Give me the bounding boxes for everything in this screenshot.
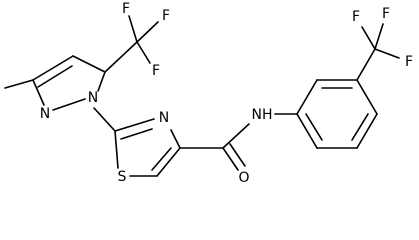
atom-phenyl-cf3-f-left: F (352, 9, 360, 25)
bond-thiazole-s-c2 (114, 130, 119, 169)
atom-amide-nh: NH (252, 107, 273, 123)
bond-methyl (4, 79, 34, 89)
bond-phenyl-c6-c1 (296, 113, 318, 149)
bond-pyrazole-c3-c4 (32, 55, 74, 81)
bond-phenyl-cf3 (356, 48, 376, 81)
bond-thiazole-c2-n3-inner (120, 128, 153, 140)
bonds (4, 15, 400, 177)
bond-pyrazole-n2-c3 (32, 79, 45, 106)
bond-phenyl-cf3-f-left (361, 26, 376, 50)
bond-cf3-f-right (136, 21, 159, 43)
bond-pyrazole-c3-c4-inner (37, 65, 73, 88)
bond-thiazole-c4-c5 (156, 147, 181, 177)
atom-cf3-f-right: F (162, 8, 170, 24)
bond-cf3-f-bottom (136, 41, 151, 64)
bond-phenyl-c4-c5-inner (351, 113, 369, 141)
bond-carbonyl-o (222, 147, 239, 171)
bond-phenyl-c1-c2 (296, 79, 318, 115)
atom-cf3-f-top: F (122, 1, 130, 17)
bond-pyrazole-c4-c5 (72, 55, 106, 73)
bond-phenyl-c4-c5 (356, 113, 378, 149)
bond-thiazole-c2-n3 (114, 118, 155, 132)
bond-thiazole-n3-c4 (170, 129, 181, 149)
bond-phenyl-c6-c1-inner (305, 113, 323, 141)
bond-c5-cf3 (104, 41, 138, 73)
atom-thiazole-n: N (159, 110, 169, 126)
atom-thiazole-s: S (118, 169, 127, 185)
atom-pyrazole-n1: N (88, 90, 98, 106)
bond-phenyl-cf3-f-right (374, 48, 400, 59)
bond-carbonyl-o-double (229, 143, 246, 167)
atom-cf3-f-bottom: F (152, 63, 160, 79)
bond-pyrazole-c5-n1 (97, 71, 106, 92)
bond-phenyl-cf3-f-top (374, 23, 384, 50)
atom-phenyl-cf3-f-right: F (405, 54, 413, 70)
atom-carbonyl-o: O (238, 170, 249, 186)
bond-carbonyl-nh (222, 123, 250, 149)
chemical-structure-diagram: N N F F F N S O NH F F F (4, 1, 413, 186)
bond-pyrazole-n1-n2 (52, 98, 86, 111)
bond-thiazole-c4-c5-inner (151, 147, 172, 171)
bond-cf3-f-top (128, 15, 138, 43)
bond-n1-thiazole-c2 (93, 107, 116, 132)
bond-phenyl-c3-c4 (356, 79, 378, 115)
atom-pyrazole-n2: N (40, 106, 50, 122)
atom-labels: N N F F F N S O NH F F F (40, 1, 413, 186)
atom-phenyl-cf3-f-top: F (382, 6, 390, 22)
